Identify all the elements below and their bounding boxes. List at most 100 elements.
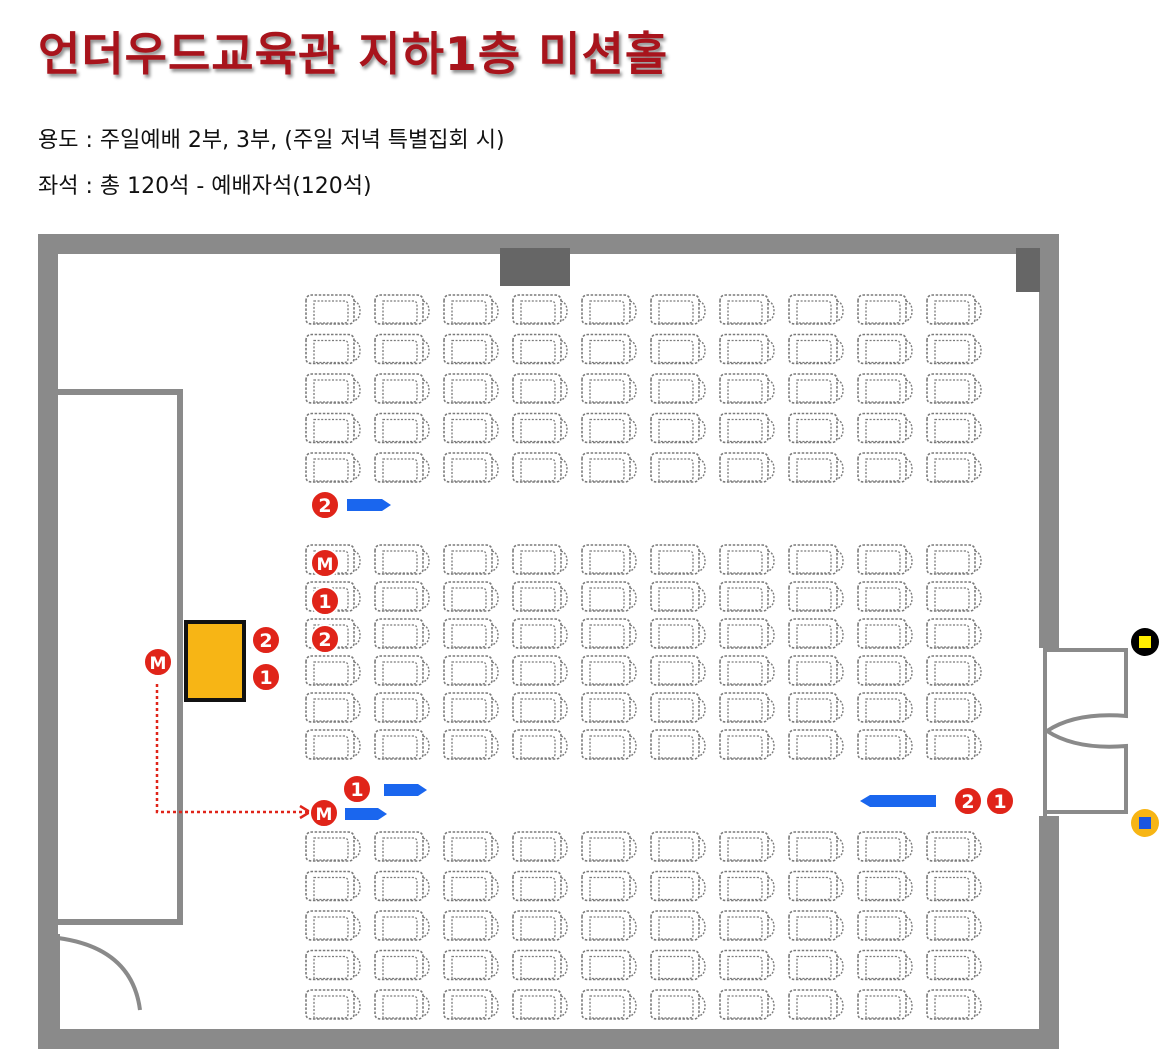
seat <box>719 910 775 941</box>
seat <box>857 729 913 760</box>
seat <box>857 989 913 1020</box>
seat <box>581 655 637 686</box>
seat <box>512 655 568 686</box>
seat <box>374 333 430 365</box>
seat <box>788 412 844 444</box>
right-wall-upper <box>1039 234 1059 648</box>
seat <box>581 333 637 365</box>
marker-2-middle: 2 <box>310 624 340 654</box>
seat <box>374 949 430 981</box>
seat <box>857 294 913 325</box>
seat <box>926 692 982 723</box>
seat <box>374 544 430 575</box>
seat <box>857 581 913 612</box>
seat <box>443 412 499 444</box>
seat <box>443 655 499 686</box>
marker-label: 2 <box>318 629 331 651</box>
seat <box>374 618 430 649</box>
marker-label: 1 <box>318 591 331 613</box>
seat <box>650 333 706 365</box>
seat <box>581 294 637 325</box>
seat <box>926 910 982 941</box>
seat <box>374 870 430 902</box>
bottom-wall <box>38 1029 1059 1049</box>
seat <box>719 729 775 760</box>
seat <box>512 949 568 981</box>
seat <box>305 373 361 404</box>
seat <box>443 373 499 404</box>
seat <box>581 910 637 941</box>
seat <box>788 989 844 1020</box>
seat <box>581 729 637 760</box>
seat <box>719 949 775 981</box>
seat <box>443 949 499 981</box>
seat <box>926 870 982 902</box>
marker-1-entrance: 1 <box>985 786 1015 816</box>
marker-label: 1 <box>350 779 363 801</box>
arrow-rear-aisle-lower <box>345 808 387 820</box>
seat <box>926 949 982 981</box>
seat <box>788 581 844 612</box>
seat <box>926 655 982 686</box>
left-wall <box>38 234 58 1047</box>
seat <box>719 333 775 365</box>
seat <box>581 870 637 902</box>
marker-label: M <box>316 805 333 825</box>
seat <box>512 581 568 612</box>
seat <box>926 452 982 483</box>
seat <box>581 618 637 649</box>
seat <box>650 692 706 723</box>
marker-1-podium: 1 <box>251 662 281 692</box>
seat <box>926 544 982 575</box>
seat <box>857 333 913 365</box>
seat <box>719 581 775 612</box>
seat <box>926 333 982 365</box>
seat <box>512 294 568 325</box>
seat <box>719 412 775 444</box>
seat <box>443 729 499 760</box>
seat <box>650 910 706 941</box>
seat <box>926 831 982 862</box>
seat <box>512 729 568 760</box>
seat <box>650 412 706 444</box>
seat <box>581 692 637 723</box>
marker-label: 2 <box>318 495 331 517</box>
pillar-top-right <box>1016 248 1040 292</box>
seat <box>305 333 361 365</box>
seat <box>788 949 844 981</box>
seat <box>857 544 913 575</box>
seat <box>857 910 913 941</box>
seat <box>512 452 568 483</box>
seat <box>719 452 775 483</box>
stage-outline <box>56 389 183 925</box>
seat <box>512 692 568 723</box>
seat <box>512 831 568 862</box>
podium <box>184 620 246 702</box>
seat <box>788 333 844 365</box>
seat <box>305 692 361 723</box>
seat <box>650 655 706 686</box>
seat <box>857 373 913 404</box>
seat <box>512 618 568 649</box>
marker-2-front-aisle: 2 <box>310 490 340 520</box>
seat <box>374 989 430 1020</box>
seat <box>305 831 361 862</box>
marker-1-rear-aisle: 1 <box>342 774 372 804</box>
side-door[interactable] <box>56 936 142 1011</box>
seat <box>650 831 706 862</box>
entrance-doors[interactable] <box>1043 648 1128 816</box>
seat <box>512 412 568 444</box>
seat <box>581 373 637 404</box>
dotted-path <box>155 684 308 814</box>
seat <box>581 544 637 575</box>
seat <box>305 412 361 444</box>
page-title: 언더우드교육관 지하1층 미션홀 <box>38 27 669 81</box>
seat <box>650 618 706 649</box>
seat <box>305 949 361 981</box>
seat <box>443 831 499 862</box>
seat <box>650 989 706 1020</box>
top-wall <box>38 234 1059 254</box>
marker-label: M <box>150 654 167 674</box>
seat <box>719 831 775 862</box>
